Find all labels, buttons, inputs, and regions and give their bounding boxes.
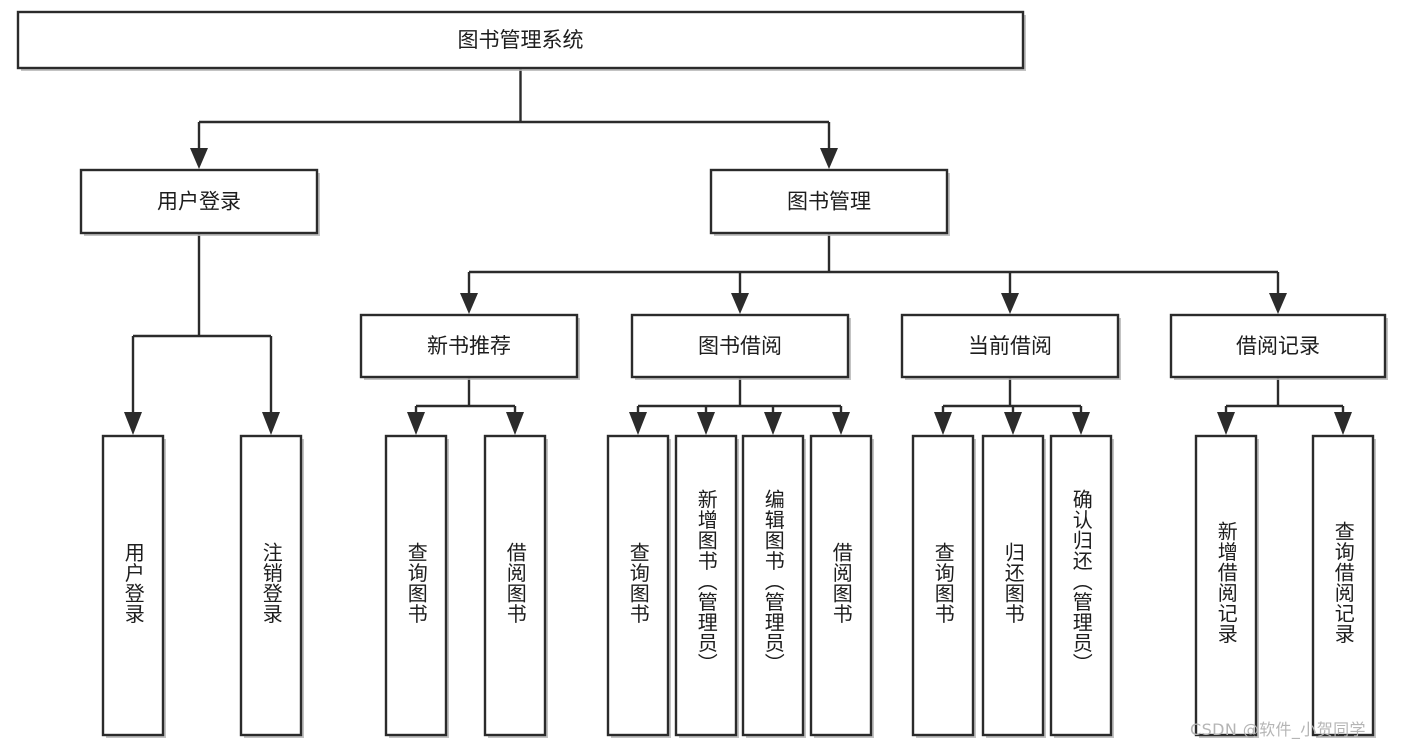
node-borrow-record-label: 借阅记录 [1236,334,1320,358]
arrow-down-icon-level3-3 [1269,293,1287,314]
arrow-down-icon-leaf-confirm-return-admin [1072,412,1090,435]
leaf-user-logout[interactable] [239,434,303,737]
arrow-down-icon-user-login [190,148,208,169]
root-node-label: 图书管理系统 [458,28,584,52]
arrow-down-icon-book-management [820,148,838,169]
arrow-down-icon-leaf-user-login [124,412,142,435]
csdn-watermark: CSDN @软件_小贺同学 [1190,720,1366,739]
leaf-query-borrow-record[interactable] [1311,434,1375,737]
node-book-borrow[interactable] [630,313,850,379]
arrow-down-icon-leaf-query-book-borrow [629,412,647,435]
leaf-borrow-book-recommend[interactable] [483,434,547,737]
node-user-login[interactable] [79,168,319,235]
arrow-down-icon-leaf-query-book-current [934,412,952,435]
arrow-down-icon-leaf-edit-book-admin [764,412,782,435]
connector-lines-layer [124,68,1352,435]
node-borrow-record[interactable] [1169,313,1387,379]
leaf-edit-book-admin[interactable] [741,434,805,737]
leaf-borrow-book[interactable] [809,434,873,737]
leaf-query-book-borrow[interactable] [606,434,670,737]
node-book-borrow-label: 图书借阅 [698,334,782,358]
node-new-book-recommend[interactable] [359,313,579,379]
arrow-down-icon-leaf-return-book [1004,412,1022,435]
arrow-down-icon-leaf-add-book-admin [697,412,715,435]
leaf-return-book[interactable] [981,434,1045,737]
root-node[interactable] [16,10,1025,70]
arrow-down-icon-leaf-user-logout [262,412,280,435]
leaf-add-book-admin[interactable] [674,434,738,737]
arrow-down-icon-level3-0 [460,293,478,314]
leaf-query-book-recommend[interactable] [384,434,448,737]
arrow-down-icon-level3-1 [731,293,749,314]
node-boxes-layer [16,10,1388,738]
node-new-book-recommend-label: 新书推荐 [427,334,511,358]
arrow-down-icon-leaf-query-borrow-record [1334,412,1352,435]
node-book-management-label: 图书管理 [787,190,871,214]
node-current-borrow[interactable] [900,313,1120,379]
leaf-add-borrow-record[interactable] [1194,434,1258,737]
leaf-confirm-return-admin[interactable] [1049,434,1113,737]
arrow-down-icon-leaf-borrow-book [832,412,850,435]
node-user-login-label: 用户登录 [157,190,241,214]
arrow-down-icon-leaf-borrow-book-recommend [506,412,524,435]
arrow-down-icon-level3-2 [1001,293,1019,314]
leaf-query-book-current[interactable] [911,434,975,737]
leaf-user-login[interactable] [101,434,165,737]
node-current-borrow-label: 当前借阅 [968,334,1052,358]
arrow-down-icon-leaf-query-book-recommend [407,412,425,435]
node-book-management[interactable] [709,168,949,235]
arrow-down-icon-leaf-add-borrow-record [1217,412,1235,435]
